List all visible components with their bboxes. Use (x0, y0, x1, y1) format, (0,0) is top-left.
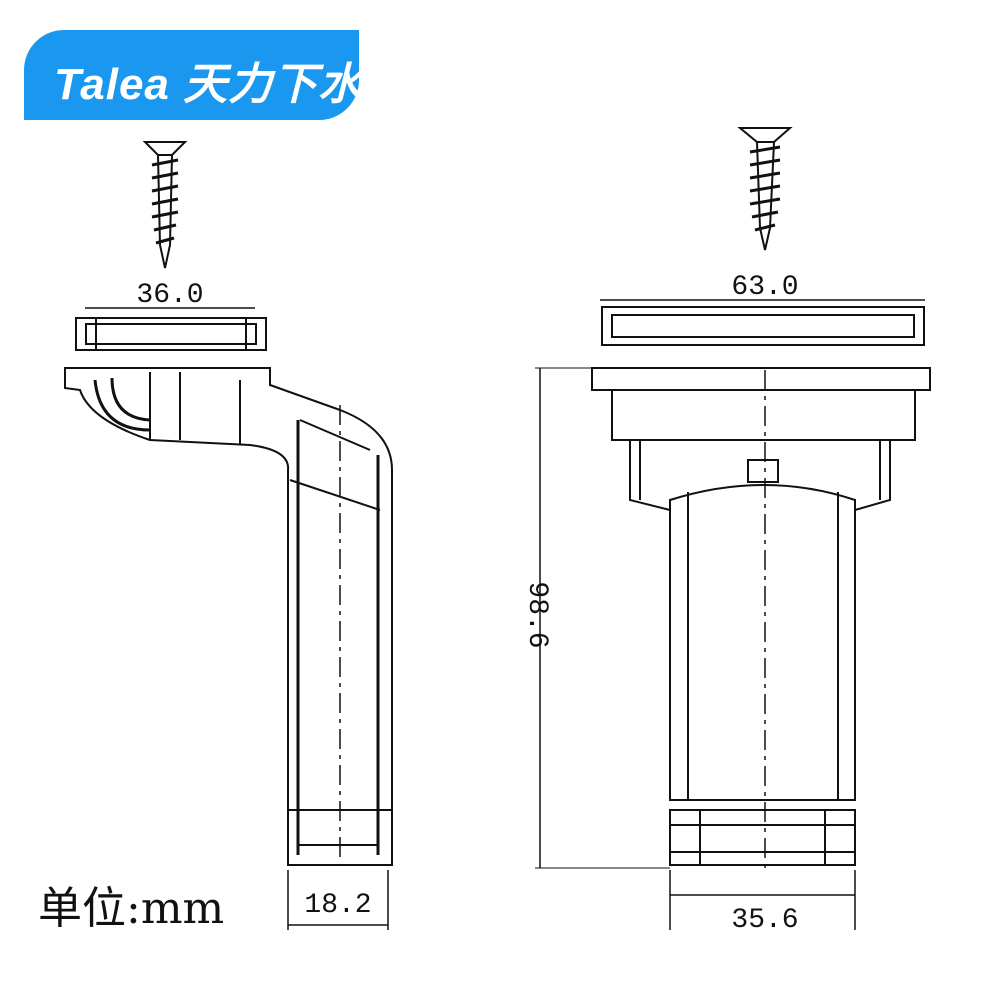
right-height-dim-label: 98.6 (521, 581, 552, 648)
right-cap (601, 306, 925, 346)
left-pipe-dim-label: 18.2 (304, 890, 371, 921)
left-cap (75, 317, 267, 351)
left-cap-dim-label: 36.0 (136, 280, 203, 311)
brand-logo: Talea 天力下水 (24, 30, 362, 120)
left-drain-body (64, 367, 393, 866)
right-screw-icon (737, 127, 793, 251)
logo-text: Talea 天力下水 (54, 60, 364, 109)
right-drain-body (591, 367, 931, 870)
right-bottom-dim-label: 35.6 (731, 905, 798, 936)
left-screw-icon (142, 141, 188, 269)
right-cap-dim-label: 63.0 (731, 272, 798, 303)
unit-label: 单位:mm (38, 883, 225, 934)
